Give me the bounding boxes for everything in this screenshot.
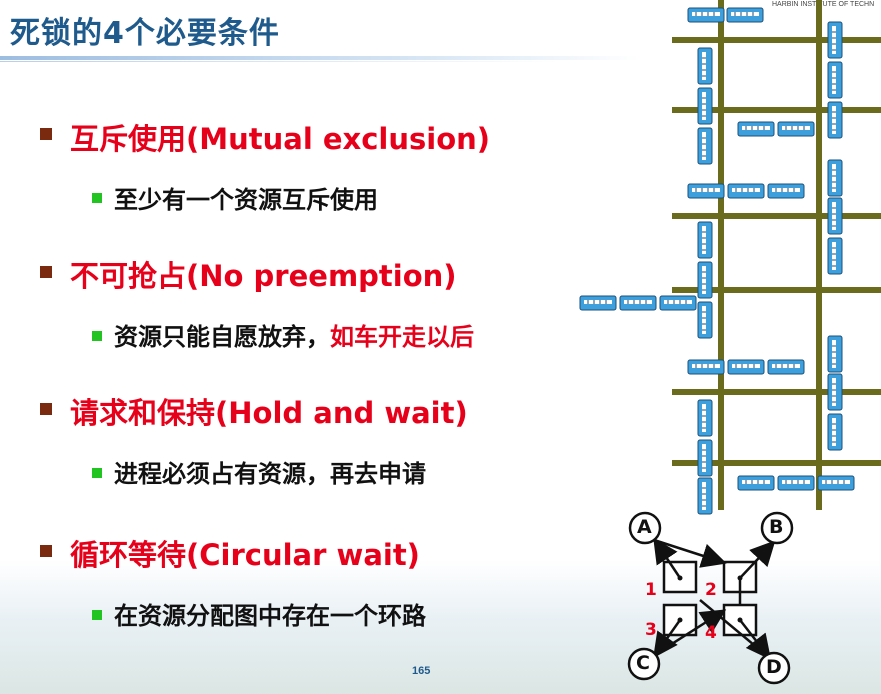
process-label-b: B [769, 516, 784, 538]
resource-label-2: 2 [705, 580, 717, 600]
condition-detail-no-preemption: 资源只能自愿放弃，如车开走以后 [114, 323, 474, 351]
process-node [757, 651, 791, 685]
condition-heading-no-preemption: 不可抢占(No preemption) [70, 259, 457, 293]
condition-heading-circular-wait: 循环等待(Circular wait) [70, 538, 420, 572]
resource-label-1: 1 [645, 580, 657, 600]
process-node [627, 647, 661, 681]
condition-heading-mutual-exclusion: 互斥使用(Mutual exclusion) [70, 122, 491, 156]
condition-detail-hold-and-wait: 进程必须占有资源，再去申请 [114, 460, 426, 488]
title-divider [0, 56, 640, 60]
school-name: HARBIN INSTITUTE OF TECHN [772, 1, 875, 8]
process-node [760, 511, 794, 545]
sub-bullet-icon [92, 468, 102, 478]
resource-label-4: 4 [705, 623, 717, 643]
bullet-icon [40, 266, 52, 278]
sub-bullet-icon [92, 331, 102, 341]
condition-detail-circular-wait: 在资源分配图中存在一个环路 [114, 602, 426, 630]
sub-bullet-icon [92, 610, 102, 620]
page-number: 165 [412, 665, 431, 677]
title-divider-thin [0, 61, 560, 62]
condition-heading-hold-and-wait: 请求和保持(Hold and wait) [70, 396, 468, 430]
bullet-icon [40, 128, 52, 140]
process-label-d: D [766, 656, 782, 678]
bullet-icon [40, 545, 52, 557]
sub-bullet-icon [92, 193, 102, 203]
road-grid [672, 0, 881, 510]
process-label-a: A [637, 516, 652, 538]
process-label-c: C [636, 652, 650, 674]
process-node [628, 511, 662, 545]
page-title: 死锁的4个必要条件 [10, 16, 280, 51]
condition-detail-mutual-exclusion: 至少有一个资源互斥使用 [114, 186, 378, 214]
resource-label-3: 3 [645, 620, 657, 640]
bullet-icon [40, 403, 52, 415]
